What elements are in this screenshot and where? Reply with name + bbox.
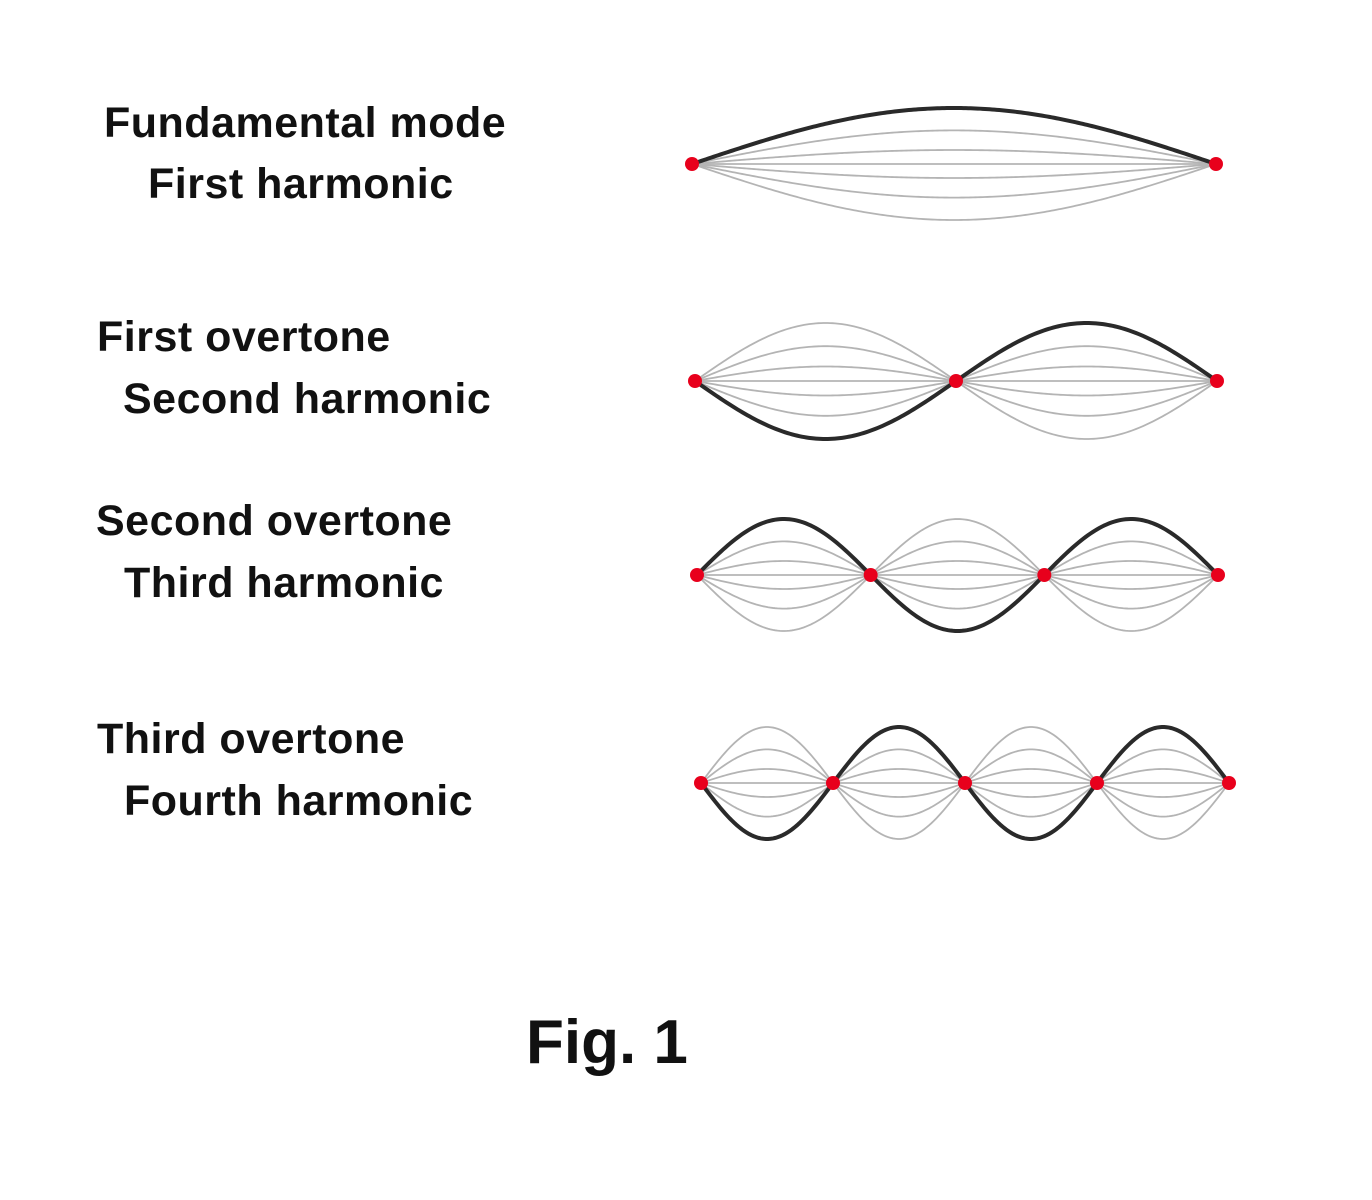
- mode-2-harmonic: Second harmonic: [123, 375, 492, 423]
- envelope-line: [696, 560, 1219, 590]
- highlighted-wave: [695, 517, 1220, 634]
- node-point: [688, 374, 702, 388]
- envelope-line: [691, 163, 1217, 199]
- envelope-line: [691, 107, 1217, 165]
- mode-2-name: First overtone: [97, 313, 391, 361]
- node-point: [1211, 568, 1225, 582]
- mode-1-harmonic: First harmonic: [148, 160, 454, 208]
- wave-mode-3: [690, 517, 1225, 634]
- node-point: [949, 374, 963, 388]
- node-point: [826, 776, 840, 790]
- node-point: [1090, 776, 1104, 790]
- node-point: [694, 776, 708, 790]
- envelope-line: [691, 129, 1217, 165]
- mode-4-name: Third overtone: [97, 715, 406, 763]
- envelope-line: [696, 560, 1219, 590]
- node-point: [863, 568, 878, 582]
- wave-mode-2: [688, 320, 1224, 442]
- envelope-line: [691, 163, 1217, 179]
- figure-caption: Fig. 1: [526, 1008, 688, 1077]
- envelope-line: [696, 540, 1219, 610]
- mode-1-name: Fundamental mode: [104, 99, 507, 147]
- wave-mode-1: [685, 105, 1223, 221]
- envelope-line: [691, 163, 1217, 221]
- mode-3-name: Second overtone: [96, 497, 453, 545]
- node-point: [958, 776, 972, 790]
- envelope-line: [696, 540, 1219, 610]
- envelope-line: [696, 518, 1219, 632]
- node-point: [1210, 374, 1224, 388]
- wave-mode-4: [694, 725, 1236, 841]
- node-point: [1209, 157, 1223, 171]
- node-point: [690, 568, 704, 582]
- node-point: [1222, 776, 1236, 790]
- highlighted-wave: [690, 105, 1218, 166]
- mode-4-harmonic: Fourth harmonic: [124, 777, 474, 825]
- mode-3-harmonic: Third harmonic: [124, 559, 444, 607]
- node-point: [1037, 568, 1052, 582]
- node-point: [685, 157, 699, 171]
- envelope-line: [691, 149, 1217, 165]
